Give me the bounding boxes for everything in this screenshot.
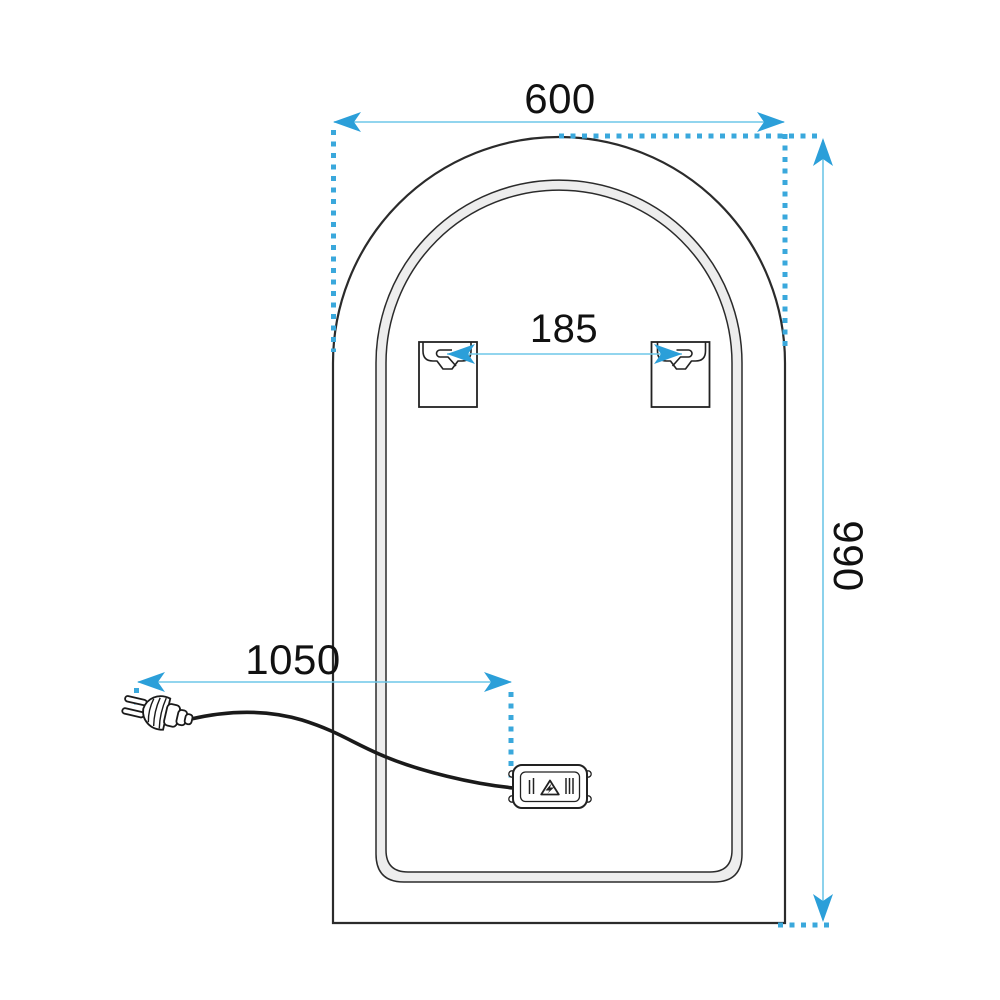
plug-rib xyxy=(152,697,161,727)
high-voltage-warning-triangle-icon xyxy=(540,779,560,796)
dimension-width-label: 600 xyxy=(524,75,596,122)
dimension-height xyxy=(813,138,833,922)
plug-rib xyxy=(147,698,155,723)
dimension-width xyxy=(333,112,785,132)
plug-pin xyxy=(121,707,145,719)
dimension-mount-spacing xyxy=(447,344,682,364)
driver-box xyxy=(508,764,592,809)
plug-pin xyxy=(124,695,148,707)
lightning-bolt-icon xyxy=(545,783,554,794)
plug-rib xyxy=(158,697,167,729)
plug-gland-tip xyxy=(183,713,194,726)
dimension-height-label: 990 xyxy=(825,520,872,592)
power-cable xyxy=(189,710,516,790)
dimension-cable-length-label: 1050 xyxy=(245,636,341,683)
dimension-cable-length xyxy=(137,672,512,692)
power-plug-icon xyxy=(121,695,194,731)
dimension-mount-spacing-label: 185 xyxy=(529,307,599,351)
